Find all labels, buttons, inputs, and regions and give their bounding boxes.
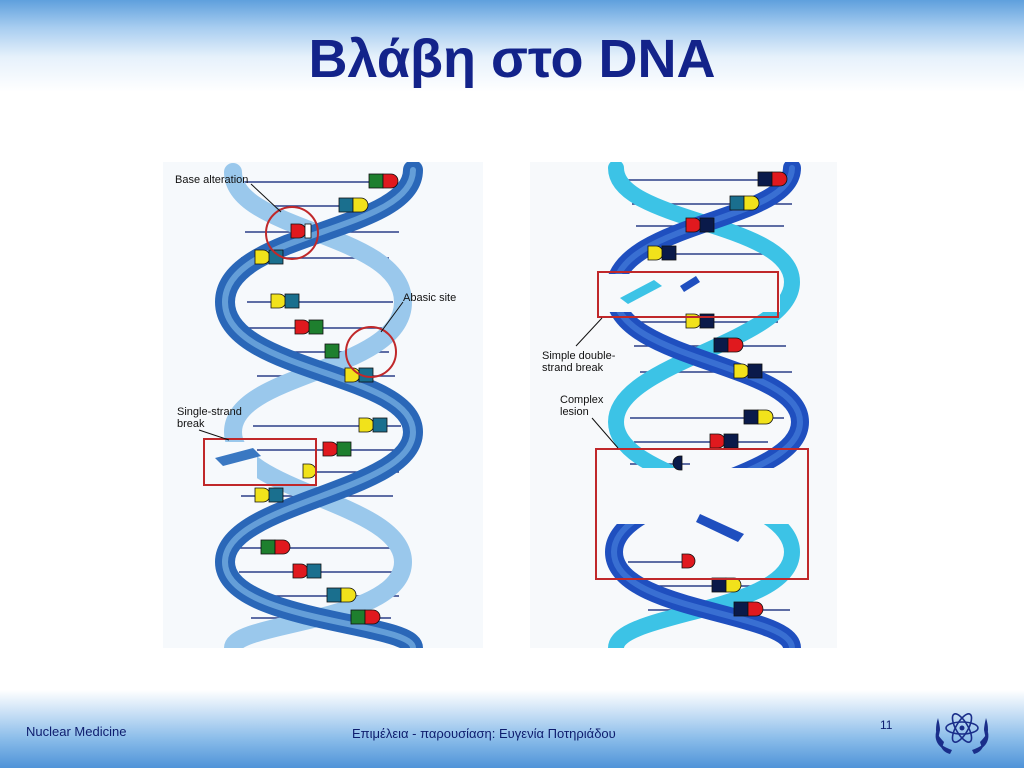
footer-course-name: Nuclear Medicine (26, 724, 127, 739)
label-double-strand-break-2: strand break (542, 362, 604, 374)
label-complex-lesion-2: lesion (560, 406, 589, 418)
slide-title: Βλάβη στο DNA (308, 29, 716, 89)
label-complex-lesion-1: Complex (560, 394, 604, 406)
footer-author-credit: Επιμέλεια - παρουσίαση: Ευγενία Ποτηριάδ… (352, 726, 616, 741)
page-number: 11 (880, 718, 893, 732)
iaea-atom-laurel-icon (935, 713, 989, 754)
label-double-strand-break-1: Simple double- (542, 350, 616, 362)
label-single-strand-break-1: Single-strand (177, 406, 242, 418)
label-abasic-site: Abasic site (403, 292, 457, 304)
title-band (0, 0, 1024, 92)
dna-damage-figure-left: Base alteration Abasic site Single-stran… (163, 160, 483, 658)
footer-band: Nuclear Medicine Επιμέλεια - παρουσίαση:… (0, 690, 1024, 768)
left-helix-illustration (163, 160, 483, 658)
dna-damage-figure-right: Simple double- strand break Complex lesi… (530, 159, 837, 657)
right-helix-illustration (530, 159, 837, 657)
label-base-alteration: Base alteration (175, 174, 249, 186)
label-single-strand-break-2: break (177, 418, 205, 430)
